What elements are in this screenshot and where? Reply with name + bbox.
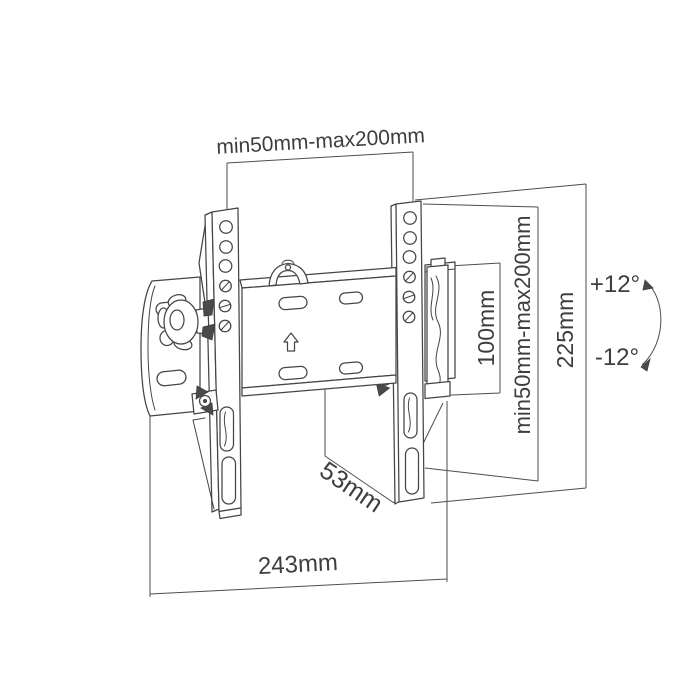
right-bracket-slot bbox=[403, 392, 418, 439]
label-tilt-up: +12° bbox=[590, 271, 640, 298]
left-bracket-slot bbox=[219, 406, 235, 452]
up-arrow-icon bbox=[283, 332, 299, 352]
tension-rail bbox=[426, 264, 449, 399]
dim-overall-width bbox=[149, 401, 448, 597]
plate-slot bbox=[278, 295, 308, 311]
label-vesa-hole-spacing: 100mm bbox=[473, 290, 499, 367]
label-overall-height: 225mm bbox=[552, 292, 578, 369]
dim-side-height-range bbox=[422, 203, 539, 482]
left-tv-bracket bbox=[192, 207, 242, 520]
label-overall-width: 243mm bbox=[257, 549, 338, 580]
star-knob bbox=[157, 294, 199, 351]
label-top-width-range: min50mm-max200mm bbox=[216, 124, 426, 159]
tension-lever bbox=[435, 275, 441, 387]
plate-slot bbox=[338, 291, 364, 305]
wall-plate bbox=[239, 259, 397, 397]
plate-slot bbox=[338, 361, 364, 375]
lower-wing-screw bbox=[191, 385, 219, 416]
plate-slot bbox=[278, 365, 308, 381]
wall-plate-right-end bbox=[424, 257, 456, 400]
left-bracket-brace bbox=[192, 417, 215, 510]
wall-plate-face bbox=[241, 275, 397, 389]
label-tilt-down: -12° bbox=[595, 344, 639, 371]
dim-top-width bbox=[226, 151, 414, 212]
label-bracket-depth: 53mm bbox=[314, 456, 387, 518]
tilt-arc bbox=[641, 281, 662, 366]
safety-latch bbox=[268, 259, 309, 287]
tilt-knob-assembly bbox=[157, 294, 219, 416]
tilt-arrow-up-icon bbox=[642, 279, 654, 291]
wall-plate-bottom-lip bbox=[241, 374, 397, 397]
left-bracket-slot bbox=[221, 456, 237, 505]
dim-overall-height bbox=[414, 183, 587, 504]
label-side-height-range: min50mm-max200mm bbox=[510, 216, 535, 435]
end-cap-slot bbox=[156, 369, 187, 387]
tilt-arrow-down-icon bbox=[640, 357, 651, 372]
tension-rail-foot bbox=[424, 380, 451, 400]
right-bracket-slot bbox=[404, 447, 420, 495]
